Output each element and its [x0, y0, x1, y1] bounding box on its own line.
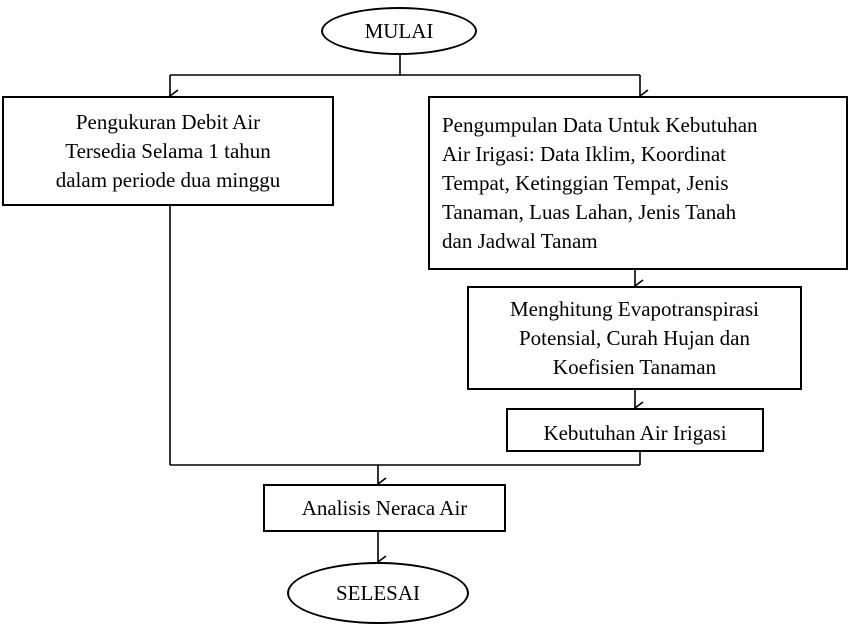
- right-box-line-2: Air Irigasi: Data Iklim, Koordinat: [442, 141, 727, 166]
- left-box-line-2: Tersedia Selama 1 tahun: [65, 138, 271, 163]
- process-collect-data: Pengumpulan Data Untuk Kebutuhan Air Iri…: [428, 96, 848, 270]
- right-box-line-5: dan Jadwal Tanam: [442, 228, 598, 253]
- process-compute-evapotranspiration: Menghitung Evapotranspirasi Potensial, C…: [467, 286, 802, 390]
- process-water-balance: Analisis Neraca Air: [263, 484, 506, 532]
- evapo-box-line-1: Menghitung Evapotranspirasi: [509, 296, 760, 321]
- end-label: SELESAI: [336, 580, 420, 605]
- irrigation-box-label: Kebutuhan Air Irigasi: [543, 421, 727, 445]
- start-terminal: MULAI: [321, 7, 477, 55]
- process-measure-discharge: Pengukuran Debit Air Tersedia Selama 1 t…: [2, 96, 334, 206]
- balance-box-label: Analisis Neraca Air: [301, 495, 468, 520]
- right-box-line-4: Tanaman, Luas Lahan, Jenis Tanah: [442, 199, 737, 224]
- right-box-line-1: Pengumpulan Data Untuk Kebutuhan: [442, 112, 758, 137]
- process-irrigation-requirement: Kebutuhan Air Irigasi: [506, 408, 764, 452]
- start-label: MULAI: [364, 18, 434, 43]
- evapo-box-line-3: Koefisien Tanaman: [552, 354, 717, 379]
- left-box-line-1: Pengukuran Debit Air: [75, 109, 261, 134]
- evapo-box-line-2: Potensial, Curah Hujan dan: [519, 325, 750, 350]
- left-box-line-3: dalam periode dua minggu: [55, 167, 281, 192]
- right-box-line-3: Tempat, Ketinggian Tempat, Jenis: [442, 170, 729, 195]
- end-terminal: SELESAI: [287, 562, 469, 624]
